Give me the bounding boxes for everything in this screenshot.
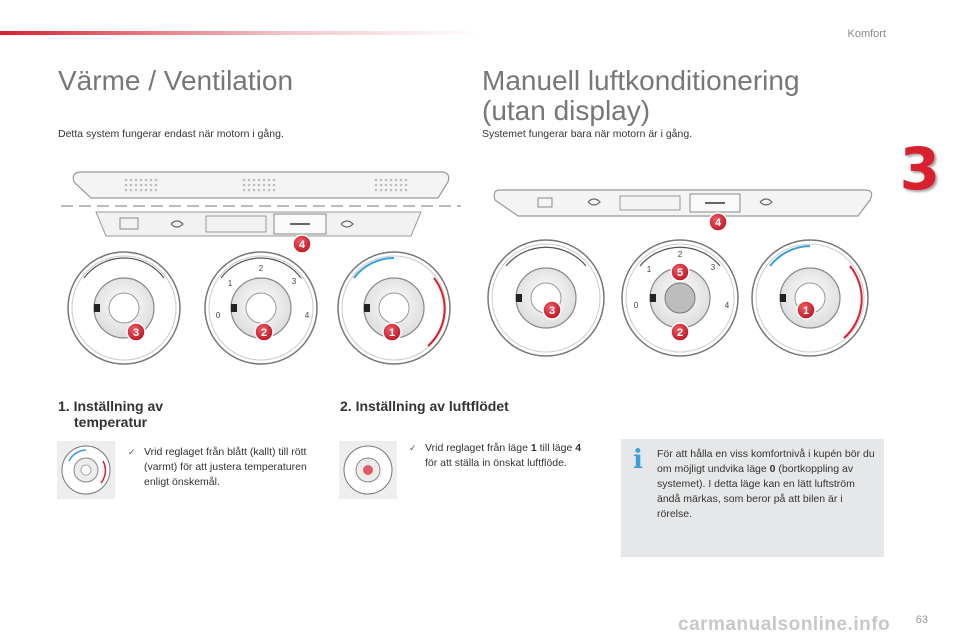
chapter-number: 3	[899, 135, 940, 203]
right-title: Manuell luftkonditionering (utan display…	[482, 66, 800, 126]
ac-flow-label-2: 2	[678, 250, 683, 259]
left-intro: Detta system fungerar endast när motorn …	[58, 128, 284, 140]
svg-text:4: 4	[715, 217, 722, 229]
flow-label-1: 1	[228, 279, 233, 288]
svg-text:2: 2	[261, 327, 267, 339]
ac-callout-badge-5: 5	[670, 262, 690, 282]
temperature-knob-thumbnail	[57, 441, 115, 499]
step2-text-b: till läge	[536, 442, 576, 454]
ac-air-distribution-knob	[487, 239, 605, 357]
right-title-line1: Manuell luftkonditionering	[482, 65, 800, 96]
svg-text:3: 3	[549, 305, 555, 317]
svg-text:1: 1	[389, 327, 395, 339]
air-distribution-knob	[67, 251, 181, 365]
ac-callout-badge-3: 3	[542, 300, 562, 320]
heating-panel-illustration: 1 2 3 0 4 4 3 2 1	[61, 171, 461, 365]
step2-text: ✓ Vrid reglaget från läge 1 till läge 4 …	[409, 441, 585, 471]
flow-label-0: 0	[216, 311, 221, 320]
step1-text-content: Vrid reglaget från blått (kallt) till rö…	[144, 446, 307, 488]
ac-callout-badge-2: 2	[670, 322, 690, 342]
step1-heading: 1. Inställning av temperatur	[58, 398, 163, 430]
callout-badge-1: 1	[382, 322, 402, 342]
bullet-icon: ✓	[128, 447, 136, 457]
section-label: Komfort	[847, 28, 886, 40]
ac-callout-badge-1: 1	[796, 300, 816, 320]
step1-text: ✓ Vrid reglaget från blått (kallt) till …	[128, 445, 314, 490]
airflow-knob: 1 2 3 0 4	[204, 251, 318, 365]
bullet-icon: ✓	[409, 443, 417, 453]
ac-flow-label-0: 0	[634, 301, 639, 310]
info-text-a: För att hålla en viss komfortnivå i kupé…	[657, 448, 875, 475]
step1-heading-line1: 1. Inställning av	[58, 398, 164, 414]
callout-badge-3: 3	[126, 322, 146, 342]
callout-badge-2: 2	[254, 322, 274, 342]
temperature-knob	[337, 251, 451, 365]
step2-text-c: för att ställa in önskat luftflöde.	[425, 457, 567, 469]
ac-temperature-knob	[751, 239, 869, 357]
page-number: 63	[915, 614, 928, 626]
header-accent-bar	[0, 31, 480, 35]
step1-heading-line2: temperatur	[74, 414, 148, 430]
flow-label-2: 2	[259, 264, 264, 273]
flow-label-3: 3	[292, 277, 297, 286]
right-title-line2: (utan display)	[482, 95, 651, 126]
left-title: Värme / Ventilation	[58, 65, 294, 96]
ac-airflow-knob: 1 2 3 0 4	[621, 239, 739, 357]
svg-text:1: 1	[803, 305, 809, 317]
svg-text:3: 3	[133, 327, 139, 339]
info-text-b: (bortkoppling av systemet). I detta läge…	[657, 463, 855, 520]
flow-label-4: 4	[305, 311, 310, 320]
info-icon: i	[633, 445, 643, 475]
info-box: i För att hålla en viss komfortnivå i ku…	[621, 439, 884, 557]
info-text: För att hålla en viss komfortnivå i kupé…	[657, 447, 879, 522]
callout-badge-4: 4	[292, 234, 312, 254]
right-intro: Systemet fungerar bara när motorn är i g…	[482, 128, 693, 140]
step2-heading: 2. Inställning av luftflödet	[340, 398, 509, 414]
ac-callout-badge-4: 4	[708, 212, 728, 232]
ac-flow-label-3: 3	[711, 263, 716, 272]
ac-flow-label-4: 4	[725, 301, 730, 310]
svg-text:4: 4	[299, 239, 306, 251]
svg-text:2: 2	[677, 327, 683, 339]
step2-text-a: Vrid reglaget från läge	[425, 442, 531, 454]
watermark: carmanualsonline.info	[678, 614, 891, 635]
vent-grille-dots	[124, 178, 408, 192]
ac-flow-label-1: 1	[647, 265, 652, 274]
ac-panel-illustration: 1 2 3 0 4 4 5 3 2 1	[487, 189, 873, 357]
svg-text:5: 5	[677, 267, 683, 279]
step2-bold-1: 1	[530, 442, 537, 454]
info-bold-0: 0	[769, 463, 776, 475]
step2-bold-4: 4	[575, 442, 582, 454]
airflow-knob-thumbnail	[339, 441, 397, 499]
